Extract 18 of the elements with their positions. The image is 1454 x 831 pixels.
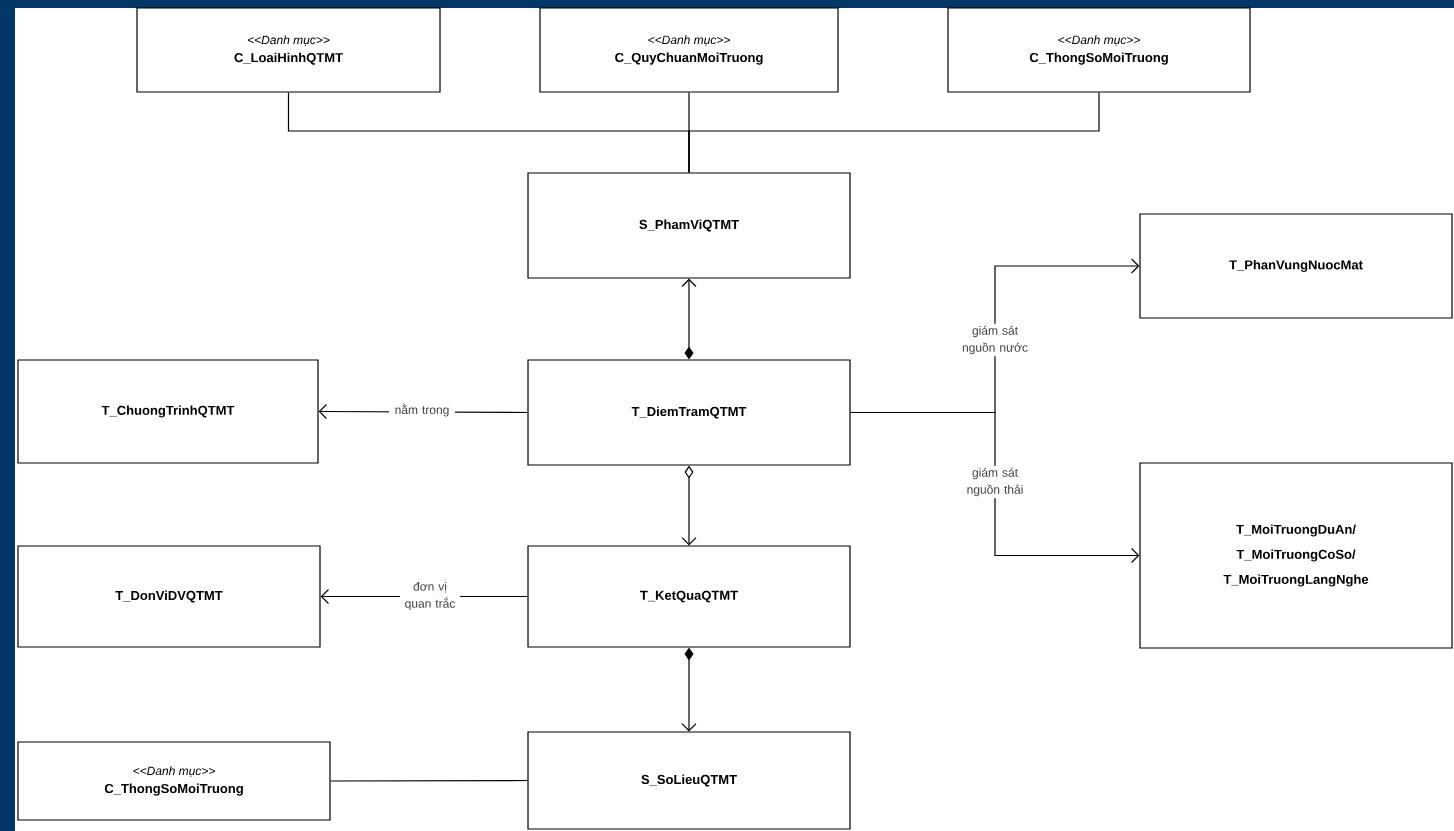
edge-label: đơn vị quan trắc xyxy=(400,579,460,613)
class-box: T_KetQuaQTMT xyxy=(527,545,851,648)
connector xyxy=(330,779,528,782)
class-box: T_DiemTramQTMT xyxy=(527,359,851,466)
edge-label: giám sát nguồn nước xyxy=(957,323,1033,357)
class-box: <<Danh mục>> C_LoaiHinhQTMT xyxy=(136,7,441,93)
class-box: S_PhamViQTMT xyxy=(527,172,851,279)
connector xyxy=(850,411,1140,564)
edge-label: giám sát nguồn thải xyxy=(957,465,1033,499)
connector xyxy=(688,92,1100,173)
class-box: T_ChuongTrinhQTMT xyxy=(17,359,319,464)
class-box: S_SoLieuQTMT xyxy=(527,731,851,830)
class-box: T_PhanVungNuocMat xyxy=(1139,213,1453,319)
class-box: T_MoiTruongDuAn/ T_MoiTruongCoSo/ T_MoiTruongLangNghe xyxy=(1139,462,1453,649)
class-box: <<Danh mục>> C_ThongSoMoiTruong xyxy=(947,7,1251,93)
class-box: T_DonViDVQTMT xyxy=(17,545,321,648)
class-box: <<Danh mục>> C_QuyChuanMoiTruong xyxy=(539,7,839,93)
class-box: <<Danh mục>> C_ThongSoMoiTruong xyxy=(17,741,331,821)
